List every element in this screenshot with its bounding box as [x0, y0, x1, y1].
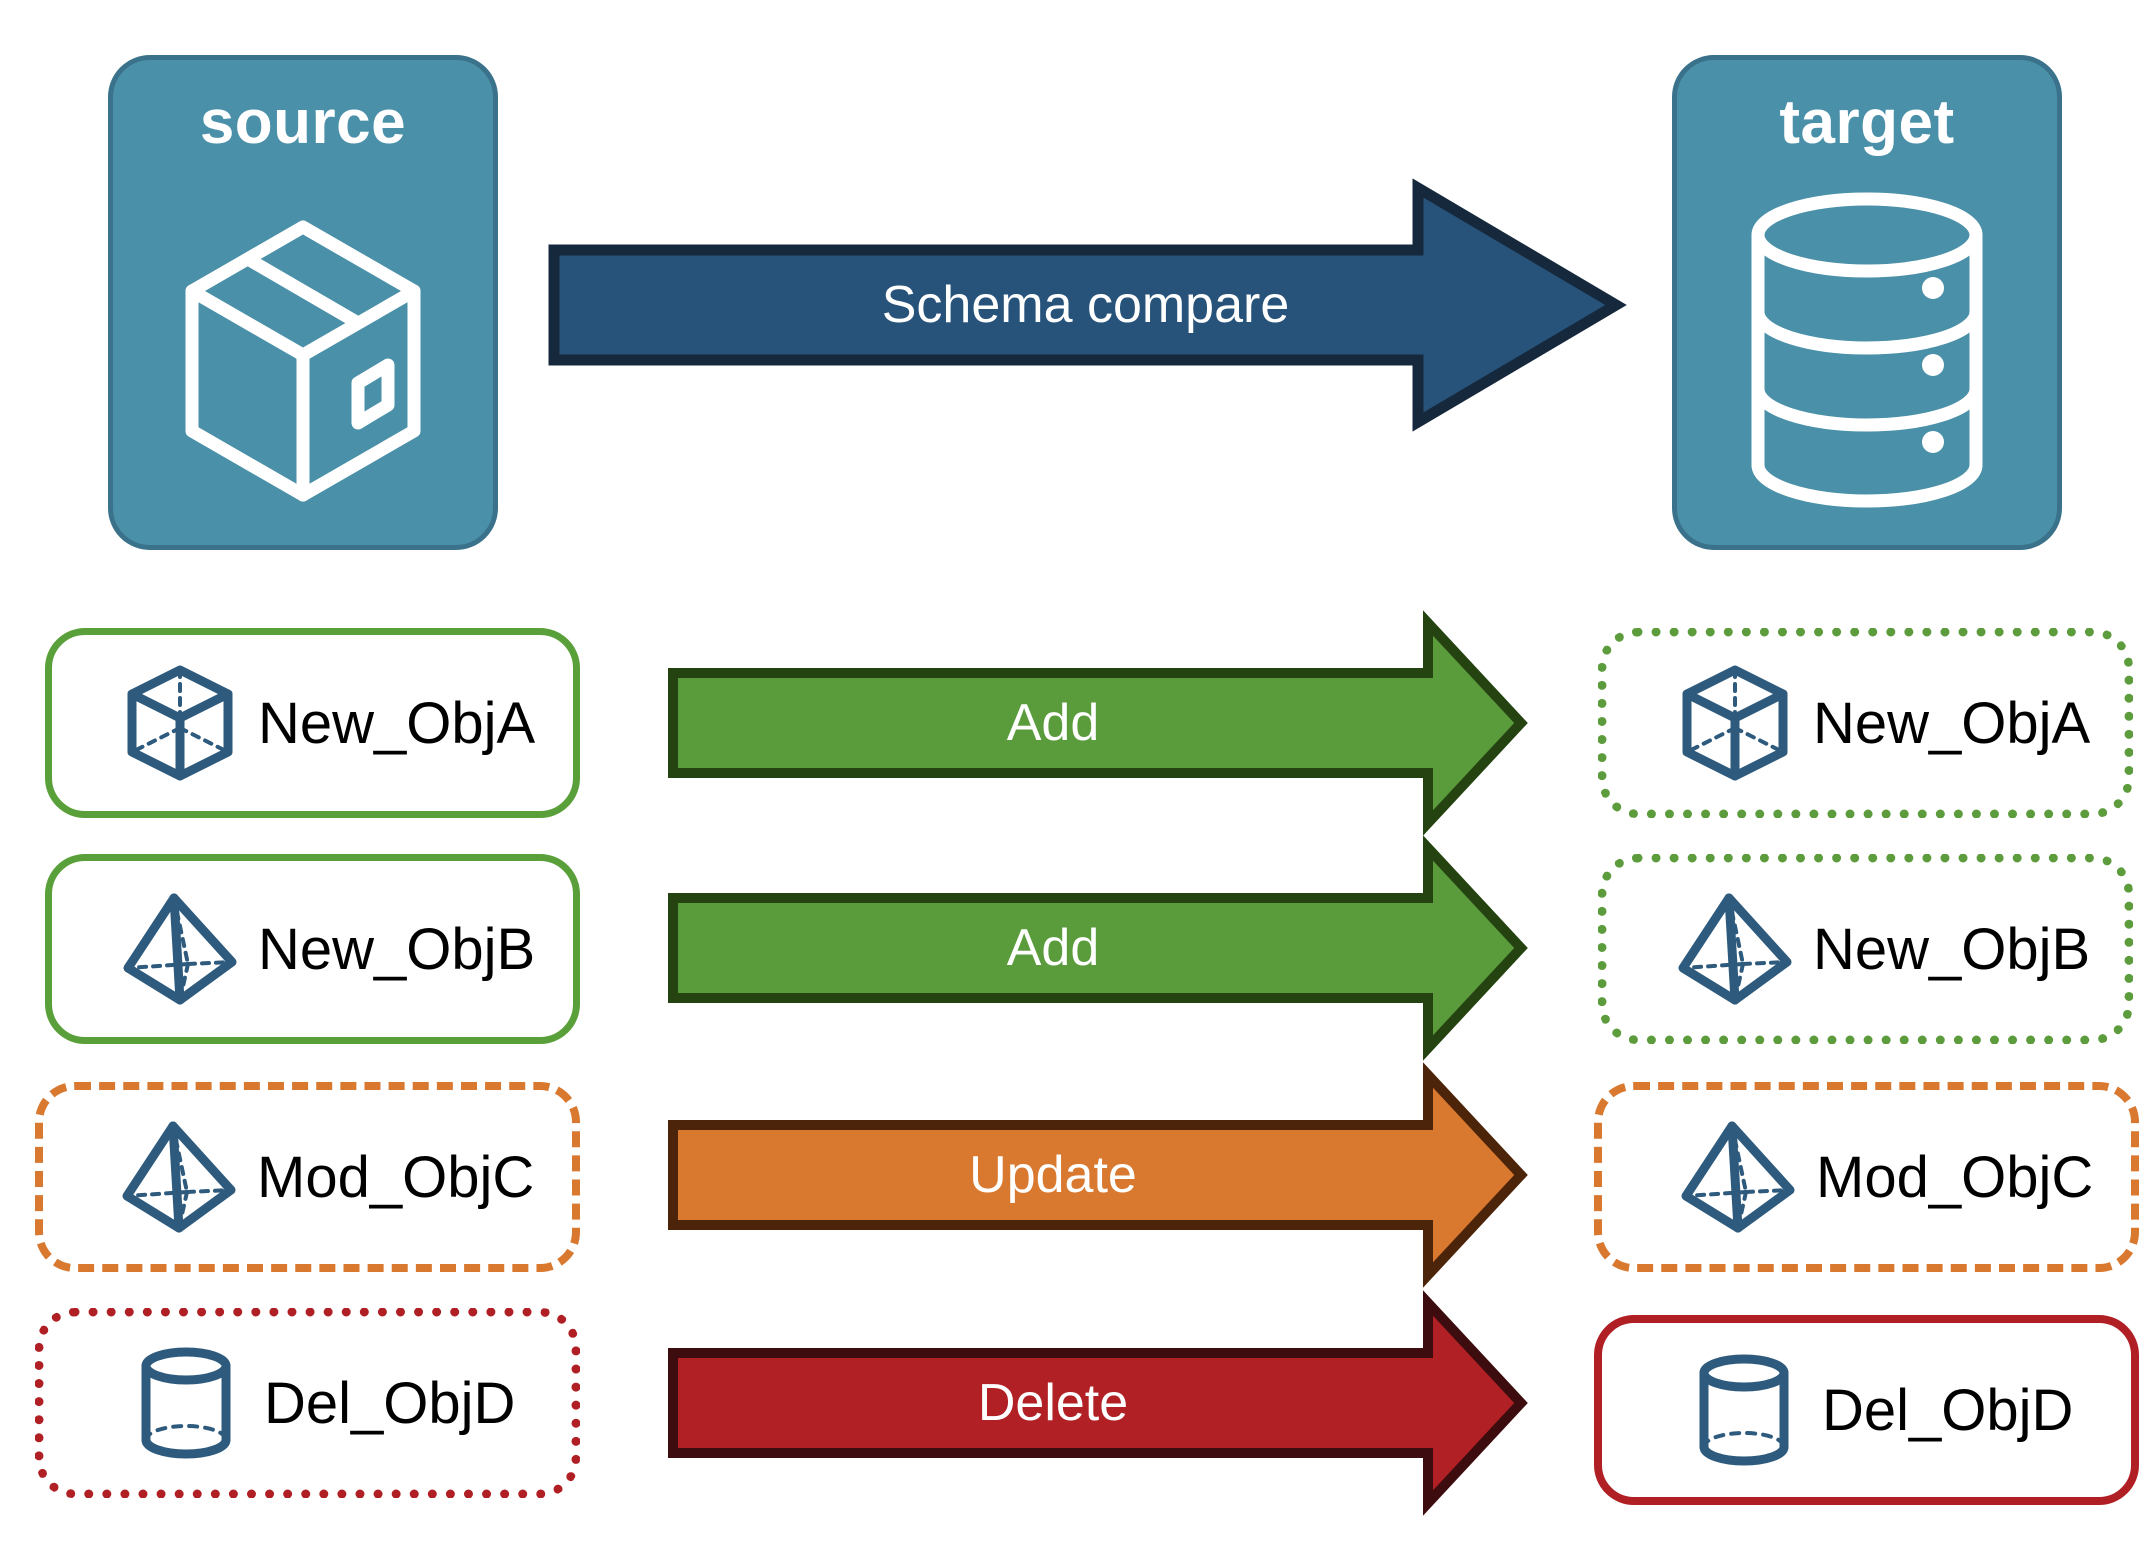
wireframe-pyramid-icon: [1678, 1117, 1798, 1237]
target-object-name: Del_ObjD: [1822, 1377, 2074, 1443]
target-object-name: New_ObjB: [1813, 916, 2091, 982]
action-arrow[interactable]: Delete: [668, 1290, 1528, 1516]
target-object-box[interactable]: Mod_ObjC: [1594, 1082, 2139, 1272]
target-object-box[interactable]: New_ObjA: [1598, 628, 2133, 818]
package-box-icon: [113, 155, 493, 545]
wireframe-cube-icon: [1675, 663, 1795, 783]
source-object-name: Mod_ObjC: [257, 1144, 535, 1210]
source-object-box[interactable]: Del_ObjD: [35, 1308, 580, 1498]
source-title: source: [199, 88, 407, 157]
source-object-box[interactable]: Mod_ObjC: [35, 1082, 580, 1272]
target-object-name: Mod_ObjC: [1816, 1144, 2094, 1210]
schema-compare-arrow[interactable]: Schema compare: [548, 178, 1627, 432]
database-cylinder-icon: [1677, 155, 2057, 545]
source-object-name: Del_ObjD: [264, 1370, 516, 1436]
wireframe-cylinder-icon: [1684, 1350, 1804, 1470]
wireframe-pyramid-icon: [119, 1117, 239, 1237]
wireframe-pyramid-icon: [1675, 889, 1795, 1009]
target-title: target: [1779, 88, 1955, 157]
action-arrow[interactable]: Add: [668, 610, 1528, 836]
source-endpoint-card[interactable]: source: [108, 55, 498, 550]
wireframe-cube-icon: [120, 663, 240, 783]
right-arrow-icon: [668, 1062, 1528, 1288]
source-object-name: New_ObjA: [258, 690, 536, 756]
wireframe-cylinder-icon: [126, 1343, 246, 1463]
right-arrow-icon: [668, 1290, 1528, 1516]
source-object-box[interactable]: New_ObjA: [45, 628, 580, 818]
action-arrow[interactable]: Add: [668, 835, 1528, 1061]
target-object-box[interactable]: Del_ObjD: [1594, 1315, 2139, 1505]
target-object-name: New_ObjA: [1813, 690, 2091, 756]
source-object-box[interactable]: New_ObjB: [45, 854, 580, 1044]
target-endpoint-card[interactable]: target: [1672, 55, 2062, 550]
source-object-name: New_ObjB: [258, 916, 536, 982]
wireframe-pyramid-icon: [120, 889, 240, 1009]
right-arrow-icon: [668, 610, 1528, 836]
target-object-box[interactable]: New_ObjB: [1598, 854, 2133, 1044]
action-arrow[interactable]: Update: [668, 1062, 1528, 1288]
right-arrow-icon: [668, 835, 1528, 1061]
right-arrow-icon: [548, 178, 1627, 432]
